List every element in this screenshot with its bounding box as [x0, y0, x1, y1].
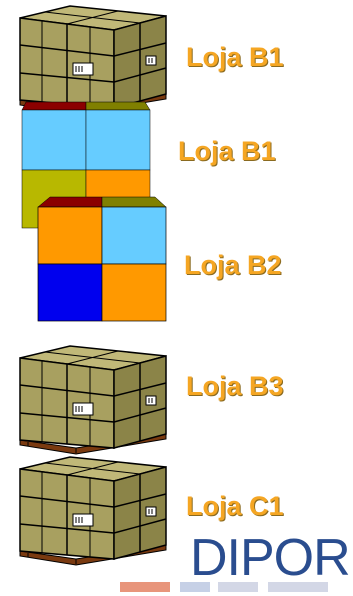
color-stack-2 — [38, 197, 166, 321]
pallet-box-2 — [20, 346, 166, 454]
label-stack-2: Loja B2 — [184, 252, 282, 279]
pallet-box-3 — [20, 457, 166, 565]
label-pallet-3: Loja C1 — [186, 493, 284, 520]
logo-reflection — [118, 576, 348, 596]
label-pallet-2: Loja B3 — [186, 373, 284, 400]
pallet-box-1 — [20, 6, 166, 114]
label-stack-1: Loja B1 — [178, 138, 276, 165]
label-pallet-1: Loja B1 — [186, 44, 284, 71]
